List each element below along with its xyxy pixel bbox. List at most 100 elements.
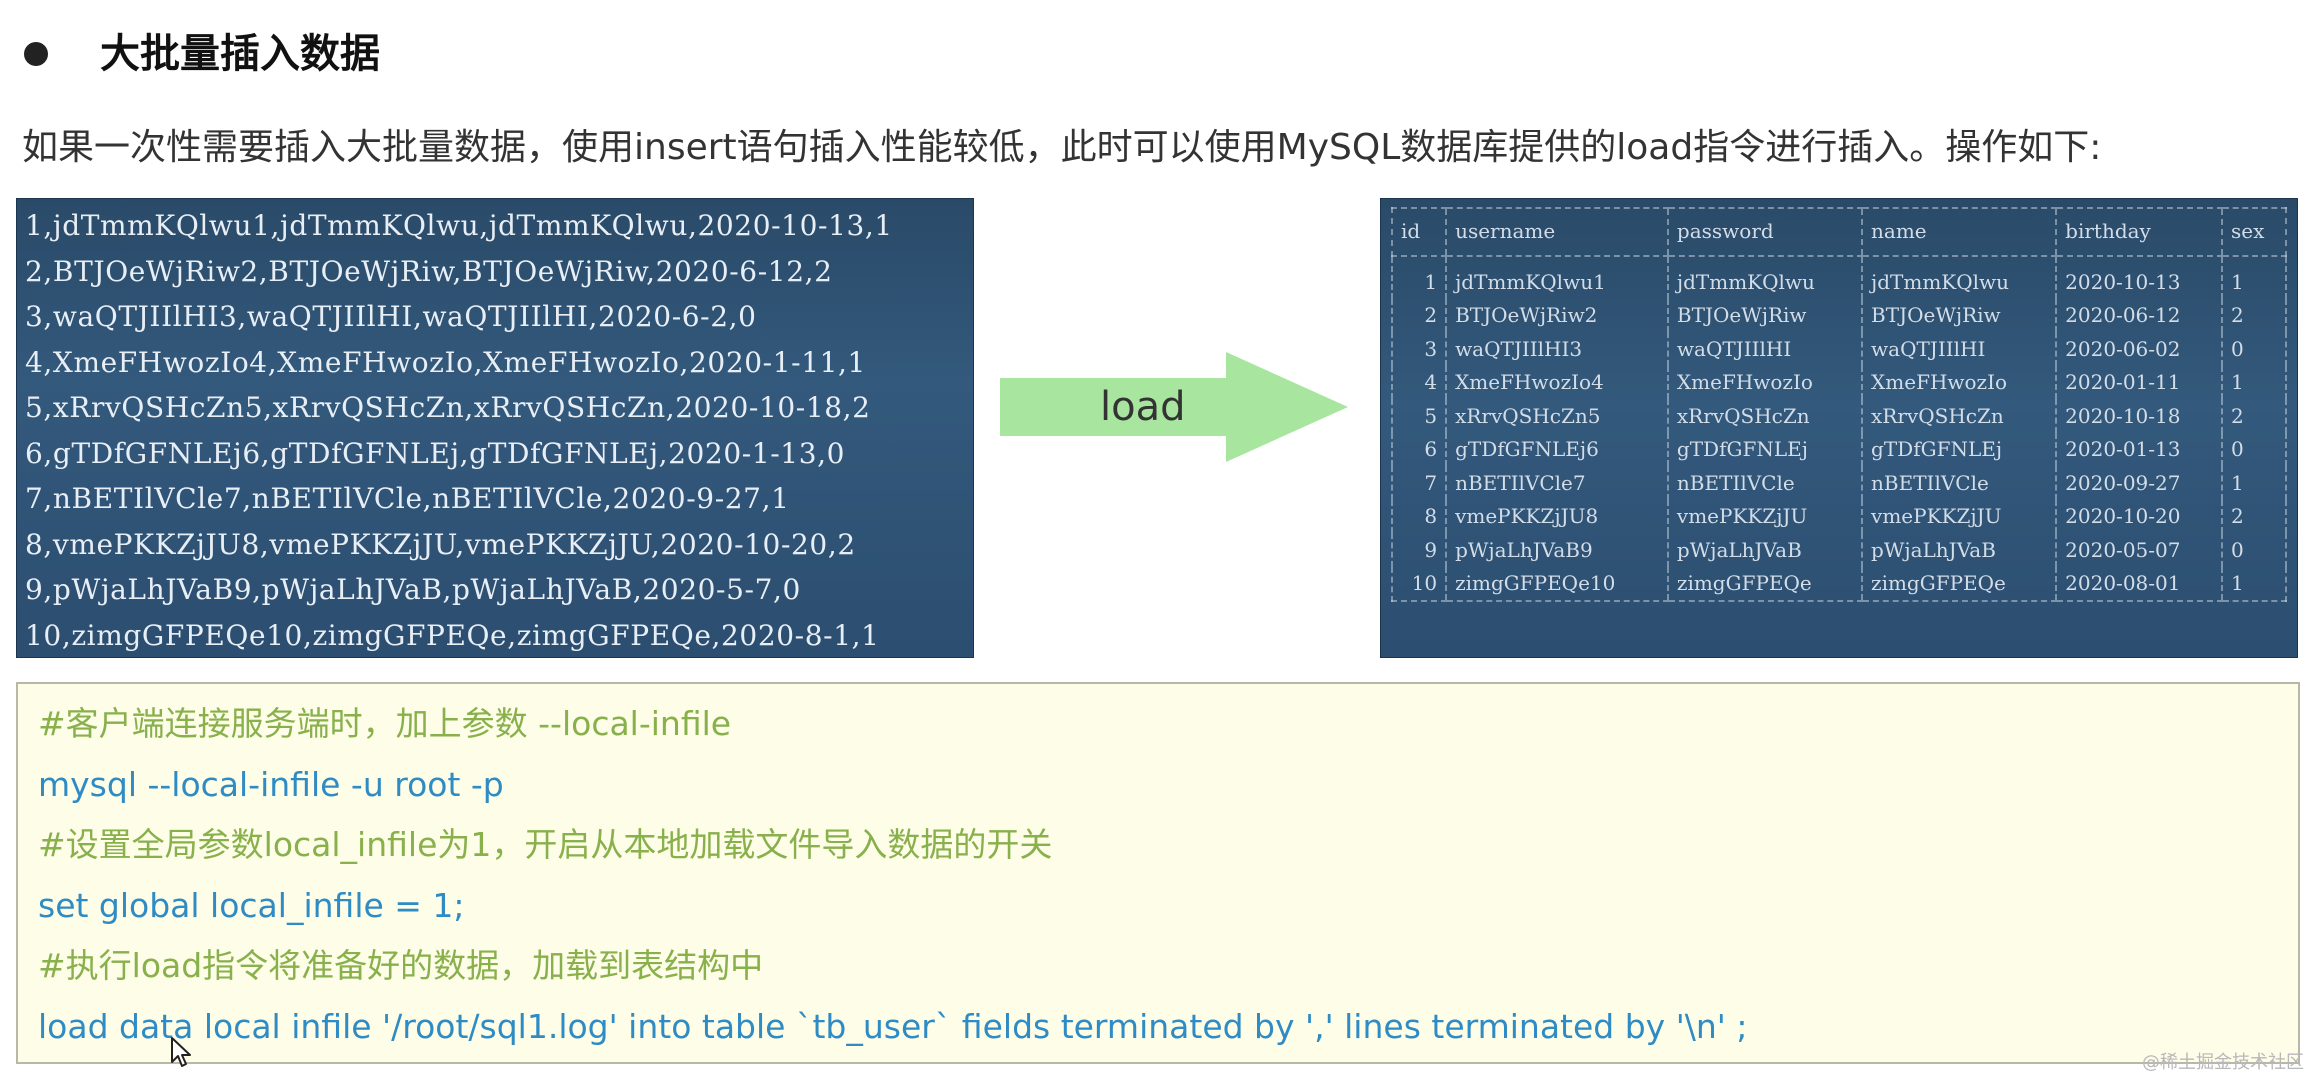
table-cell: waQTJIIlHI: [1861, 332, 2057, 366]
table-cell: vmePKKZjJU: [1666, 499, 1863, 533]
table-cell: pWjaLhJVaB9: [1445, 533, 1668, 567]
table-cell: xRrvQSHcZn: [1666, 399, 1863, 433]
csv-line: 2,BTJOeWjRiw2,BTJOeWjRiw,BTJOeWjRiw,2020…: [25, 254, 833, 288]
bullet-icon: [24, 42, 48, 66]
table-cell: 2020-01-13: [2055, 432, 2223, 466]
table-cell: nBETIlVCle7: [1445, 466, 1668, 500]
table-cell: 2020-01-11: [2055, 365, 2223, 399]
table-cell: waQTJIIlHI3: [1445, 332, 1668, 366]
table-cell: 2020-10-20: [2055, 499, 2223, 533]
csv-line: 9,pWjaLhJVaB9,pWjaLhJVaB,pWjaLhJVaB,2020…: [25, 573, 801, 606]
section-heading: 大批量插入数据: [100, 31, 380, 77]
column-header: username: [1445, 207, 1668, 257]
csv-data-panel: 1,jdTmmKQlwu1,jdTmmKQlwu,jdTmmKQlwu,2020…: [16, 198, 974, 658]
table-cell: gTDfGFNLEj: [1666, 432, 1863, 466]
table-cell: jdTmmKQlwu: [1666, 256, 1863, 299]
table-cell: 2020-09-27: [2055, 466, 2223, 500]
table-cell: 2020-06-02: [2055, 332, 2223, 366]
table-cell: xRrvQSHcZn: [1861, 399, 2057, 433]
column-header: birthday: [2055, 207, 2223, 257]
intro-paragraph: 如果一次性需要插入大批量数据，使用insert语句插入性能较低，此时可以使用My…: [22, 127, 2102, 168]
column-header: id: [1390, 207, 1447, 257]
table-cell: 2: [1390, 298, 1447, 332]
table-cell: 1: [2221, 256, 2287, 299]
csv-line: 7,nBETIlVCle7,nBETIlVCle,nBETIlVCle,2020…: [25, 482, 790, 515]
table-cell: 2: [2221, 298, 2287, 332]
table-cell: jdTmmKQlwu1: [1445, 256, 1668, 299]
table-cell: 5: [1390, 399, 1447, 433]
table-cell: pWjaLhJVaB: [1861, 533, 2057, 567]
table-cell: 1: [1390, 256, 1447, 299]
table-cell: 1: [2221, 566, 2287, 602]
csv-line: 8,vmePKKZjJU8,vmePKKZjJU,vmePKKZjJU,2020…: [25, 527, 856, 561]
code-box: #客户端连接服务端时，加上参数 --local-infile mysql --lo…: [16, 682, 2300, 1064]
table-cell: 10: [1390, 566, 1447, 602]
code-lines: #客户端连接服务端时，加上参数 --local-infile mysql --lo…: [38, 694, 2298, 1057]
csv-line: 5,xRrvQSHcZn5,xRrvQSHcZn,xRrvQSHcZn,2020…: [25, 391, 871, 424]
code-comment-line: #客户端连接服务端时，加上参数 --local-infile: [38, 704, 732, 743]
csv-lines: 1,jdTmmKQlwu1,jdTmmKQlwu,jdTmmKQlwu,2020…: [25, 203, 973, 657]
table-cell: 2: [2221, 399, 2287, 433]
table-cell: 9: [1390, 533, 1447, 567]
table-cell: nBETIlVCle: [1861, 466, 2057, 500]
code-command-line: load data local infile '/root/sql1.log' …: [38, 1006, 1748, 1046]
table-cell: zimgGFPEQe: [1861, 566, 2057, 602]
code-comment-line: #设置全局参数local_infile为1，开启从本地加载文件导入数据的开关: [38, 825, 1053, 864]
table-cell: BTJOeWjRiw: [1666, 298, 1863, 332]
table-cell: XmeFHwozIo: [1666, 365, 1863, 399]
table-cell: 2: [2221, 499, 2287, 533]
code-comment-line: #执行load指令将准备好的数据，加载到表结构中: [38, 946, 764, 985]
table-cell: zimgGFPEQe: [1666, 566, 1863, 602]
csv-line: 1,jdTmmKQlwu1,jdTmmKQlwu,jdTmmKQlwu,2020…: [25, 209, 893, 242]
table-cell: XmeFHwozIo: [1861, 365, 2057, 399]
table-cell: 2020-05-07: [2055, 533, 2223, 567]
column-header: password: [1666, 207, 1863, 257]
load-arrow-shape: [1000, 352, 1348, 462]
table-cell: vmePKKZjJU: [1861, 499, 2057, 533]
table-cell: gTDfGFNLEj: [1861, 432, 2057, 466]
table-cell: vmePKKZjJU8: [1445, 499, 1668, 533]
code-command-line: mysql --local-infile -u root -p: [38, 764, 504, 804]
table-cell: BTJOeWjRiw: [1861, 298, 2057, 332]
table-cell: nBETIlVCle: [1666, 466, 1863, 500]
table-cell: jdTmmKQlwu: [1861, 256, 2057, 299]
table-cell: 2020-10-13: [2055, 256, 2223, 299]
table-cell: 3: [1390, 332, 1447, 366]
csv-line: 3,waQTJIIlHI3,waQTJIIlHI,waQTJIIlHI,2020…: [25, 300, 757, 333]
table-cell: 4: [1390, 365, 1447, 399]
csv-line: 6,gTDfGFNLEj6,gTDfGFNLEj,gTDfGFNLEj,2020…: [25, 436, 846, 470]
table-cell: 8: [1390, 499, 1447, 533]
table-cell: 7: [1390, 466, 1447, 500]
code-command-line: set global local_infile = 1;: [38, 885, 465, 925]
table-cell: 2020-08-01: [2055, 566, 2223, 602]
table-cell: 6: [1390, 432, 1447, 466]
csv-line: 4,XmeFHwozIo4,XmeFHwozIo,XmeFHwozIo,2020…: [25, 345, 866, 379]
mouse-pointer-icon: [171, 1037, 191, 1067]
table-cell: zimgGFPEQe10: [1445, 566, 1668, 602]
table-cell: 1: [2221, 365, 2287, 399]
table-cell: 2020-06-12: [2055, 298, 2223, 332]
watermark: @稀土掘金技术社区: [2142, 1052, 2304, 1073]
table-cell: BTJOeWjRiw2: [1445, 298, 1668, 332]
table-cell: xRrvQSHcZn5: [1445, 399, 1668, 433]
table-cell: XmeFHwozIo4: [1445, 365, 1668, 399]
table-cell: 1: [2221, 466, 2287, 500]
csv-line: 10,zimgGFPEQe10,zimgGFPEQe,zimgGFPEQe,20…: [25, 618, 880, 652]
table-cell: gTDfGFNLEj6: [1445, 432, 1668, 466]
table-cell: waQTJIIlHI: [1666, 332, 1863, 366]
table-cell: 0: [2221, 332, 2287, 366]
